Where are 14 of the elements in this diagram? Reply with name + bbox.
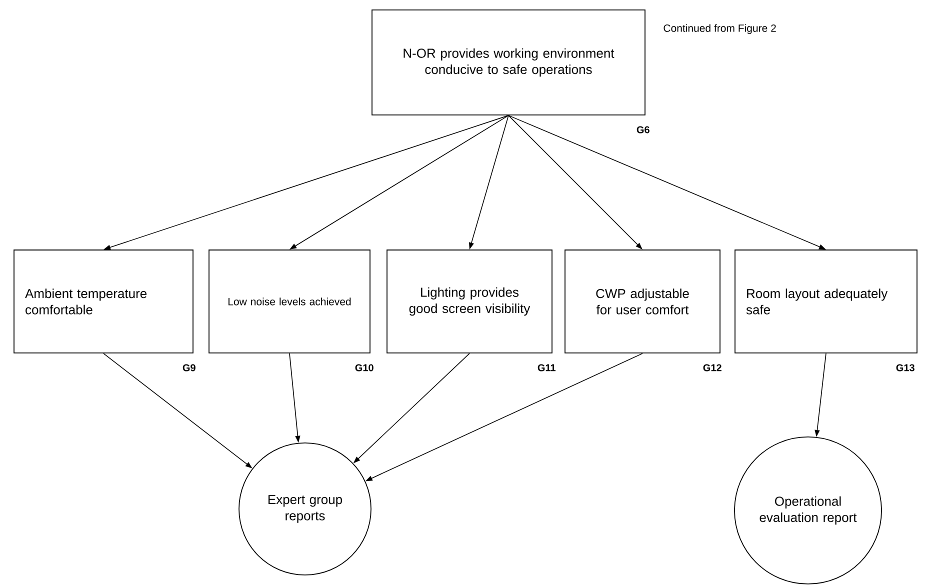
note: Continued from Figure 2 [664,24,776,34]
goal-id: G6 [636,126,650,134]
goal-box: N-OR provides working environment conducive to safe operations [372,10,646,116]
goal-id: G12 [703,364,722,372]
goal-box: Room layout adequately safe [734,250,918,354]
goal-box: Low noise levels achieved [208,250,370,354]
goal-id: G13 [896,364,914,372]
goal-id: G10 [355,364,374,372]
goal-id: G11 [538,364,556,372]
goal-box: Lighting provides good screen visibility [386,250,552,354]
goal-box: CWP adjustable for user comfort [564,250,720,354]
goal-id: G9 [182,364,196,372]
arrow [508,115,642,250]
goal-box: Ambient temperature comfortable [14,250,194,354]
